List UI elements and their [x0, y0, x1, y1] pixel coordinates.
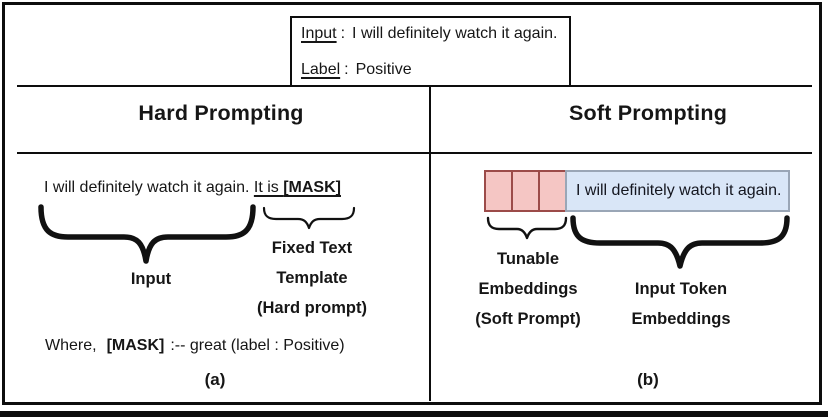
column-divider [429, 86, 431, 401]
where-prefix: Where, [45, 337, 97, 354]
horizontal-divider-top [17, 85, 812, 87]
example-label-label: Label [301, 61, 341, 78]
hard-template-mask: [MASK] [283, 179, 341, 196]
caption-a: (a) [204, 370, 226, 389]
hard-prompting-title: Hard Prompting [138, 101, 304, 125]
example-label-line: Label: Positive [301, 61, 412, 79]
tunable-label-line3: (Soft Prompt) [475, 310, 581, 328]
template-brace-labels: Fixed Text Template (Hard prompt) [232, 233, 392, 323]
tunable-label-line1: Tunable [496, 250, 560, 268]
input-token-brace-labels: Input Token Embeddings [601, 274, 761, 334]
where-mask: [MASK] [106, 337, 165, 354]
caption-b: (b) [637, 370, 659, 389]
horizontal-divider-middle [17, 152, 812, 154]
example-label-separator: : [344, 61, 349, 78]
input-brace [38, 204, 256, 264]
soft-input-text: I will definitely watch it again. [576, 182, 782, 199]
tunable-embedding-cell [484, 170, 513, 212]
input-embedding-box: I will definitely watch it again. [565, 170, 790, 212]
bottom-edge-bar [0, 411, 828, 417]
tunable-brace-labels: Tunable Embeddings (Soft Prompt) [448, 244, 608, 334]
template-brace [262, 206, 356, 230]
input-token-label-line2: Embeddings [631, 310, 731, 328]
figure-frame [2, 2, 822, 405]
template-label-line3: (Hard prompt) [257, 299, 367, 317]
hard-template-text: It is [MASK] [254, 179, 341, 196]
hard-prompt-sentence: I will definitely watch it again. It is … [44, 179, 341, 197]
tunable-label-line2: Embeddings [478, 280, 578, 298]
example-box: Input:I will definitely watch it again. … [290, 16, 571, 86]
hard-input-text: I will definitely watch it again. [44, 179, 254, 196]
template-label-line2: Template [276, 269, 348, 287]
tunable-embedding-cell [511, 170, 540, 212]
embedding-row: I will definitely watch it again. [484, 170, 790, 212]
mask-definition-line: Where, [MASK] :-- great (label : Positive) [45, 337, 345, 355]
example-input-label: Input [301, 25, 337, 42]
input-token-label-line1: Input Token [634, 280, 728, 298]
example-input-separator: : [340, 25, 346, 42]
template-label-line1: Fixed Text [271, 239, 353, 257]
tunable-embedding-cell [538, 170, 567, 212]
example-input-value: I will definitely watch it again. [352, 25, 558, 42]
example-input-line: Input: I will definitely watch it again. [301, 25, 557, 43]
input-token-brace [570, 215, 790, 269]
hard-template-prefix: It is [253, 179, 284, 196]
where-suffix: :-- great (label : Positive) [170, 337, 345, 354]
input-brace-label: Input [130, 270, 172, 288]
tunable-brace [486, 216, 568, 240]
example-label-value: Positive [355, 61, 412, 78]
soft-prompting-title: Soft Prompting [568, 101, 728, 125]
